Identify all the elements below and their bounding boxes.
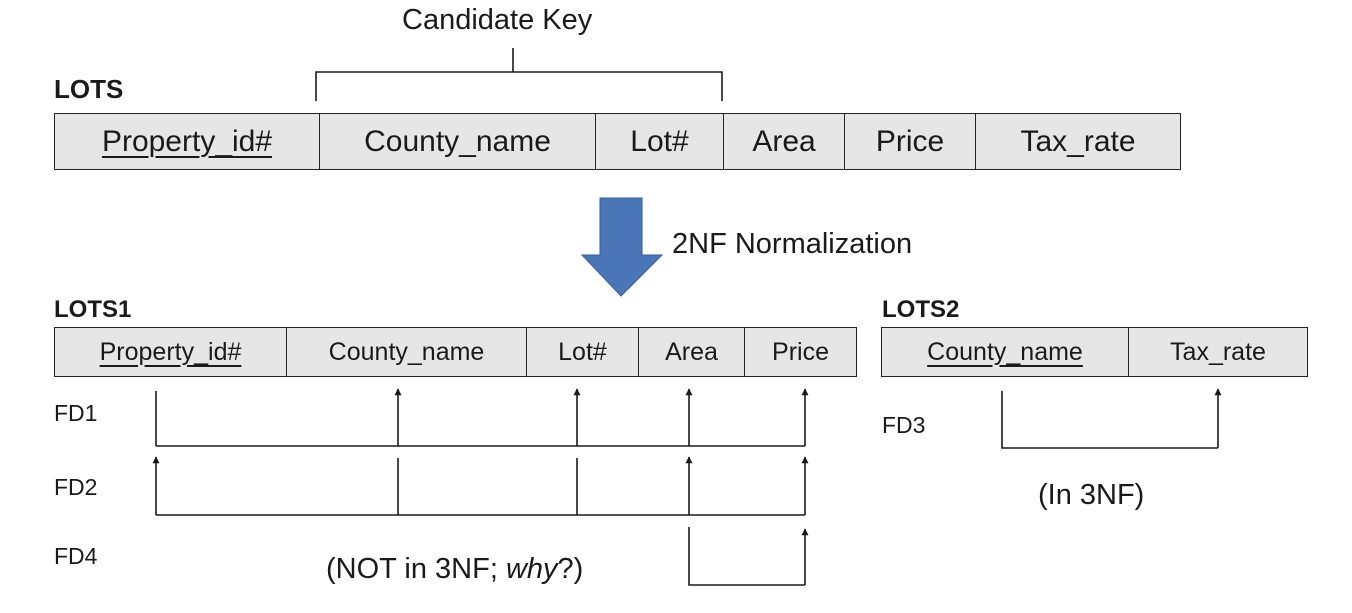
lots-primary-key: Property_id# — [101, 124, 273, 158]
lots1-3nf-status: (NOT in 3NF; why?) — [326, 553, 583, 586]
lots-column-area: Area — [724, 114, 845, 169]
fd1-label: FD1 — [54, 400, 98, 426]
normalization-arrow-icon — [580, 197, 664, 297]
lots1-table: Property_id# County_name Lot# Area Price — [54, 327, 857, 377]
lots-column-price: Price — [845, 114, 976, 169]
lots1-primary-key: Property_id# — [99, 337, 242, 366]
lots1-column-lot: Lot# — [527, 328, 639, 376]
candidate-key-bracket — [315, 71, 723, 101]
lots1-column-property-id: Property_id# — [55, 328, 287, 376]
normalization-label: 2NF Normalization — [672, 228, 913, 260]
lots1-column-price: Price — [772, 337, 829, 366]
candidate-key-label: Candidate Key — [402, 4, 593, 36]
lots-table: Property_id# County_name Lot# Area Price… — [54, 113, 1181, 170]
lots2-relation-name: LOTS2 — [882, 296, 960, 323]
lots1-relation-name: LOTS1 — [54, 296, 132, 323]
fd2-label: FD2 — [54, 474, 98, 500]
fd3-label: FD3 — [882, 412, 926, 438]
lots1-status-suffix: ?) — [557, 553, 584, 585]
lots1-column-area: Area — [639, 328, 745, 376]
lots2-table: County_name Tax_rate — [881, 327, 1308, 377]
fd4-label: FD4 — [54, 543, 98, 569]
lots1-status-prefix: (NOT in 3NF; — [326, 553, 506, 585]
lots-column-tax-rate: Tax_rate — [1020, 124, 1136, 158]
fd3-line — [1001, 391, 1218, 449]
lots-column-property-id: Property_id# — [55, 114, 320, 169]
lots-column-lot: Lot# — [596, 114, 724, 169]
lots1-column-county-name: County_name — [287, 328, 527, 376]
lots2-column-county-name: County_name — [882, 328, 1129, 376]
lots-relation-name: LOTS — [54, 74, 124, 104]
lots1-status-emphasis: why — [505, 553, 558, 585]
lots2-3nf-status: (In 3NF) — [1038, 479, 1145, 511]
lots2-primary-key: County_name — [927, 337, 1083, 366]
fd4-line — [688, 527, 805, 586]
lots-column-county-name: County_name — [320, 114, 596, 169]
lots2-column-tax-rate: Tax_rate — [1170, 337, 1266, 366]
